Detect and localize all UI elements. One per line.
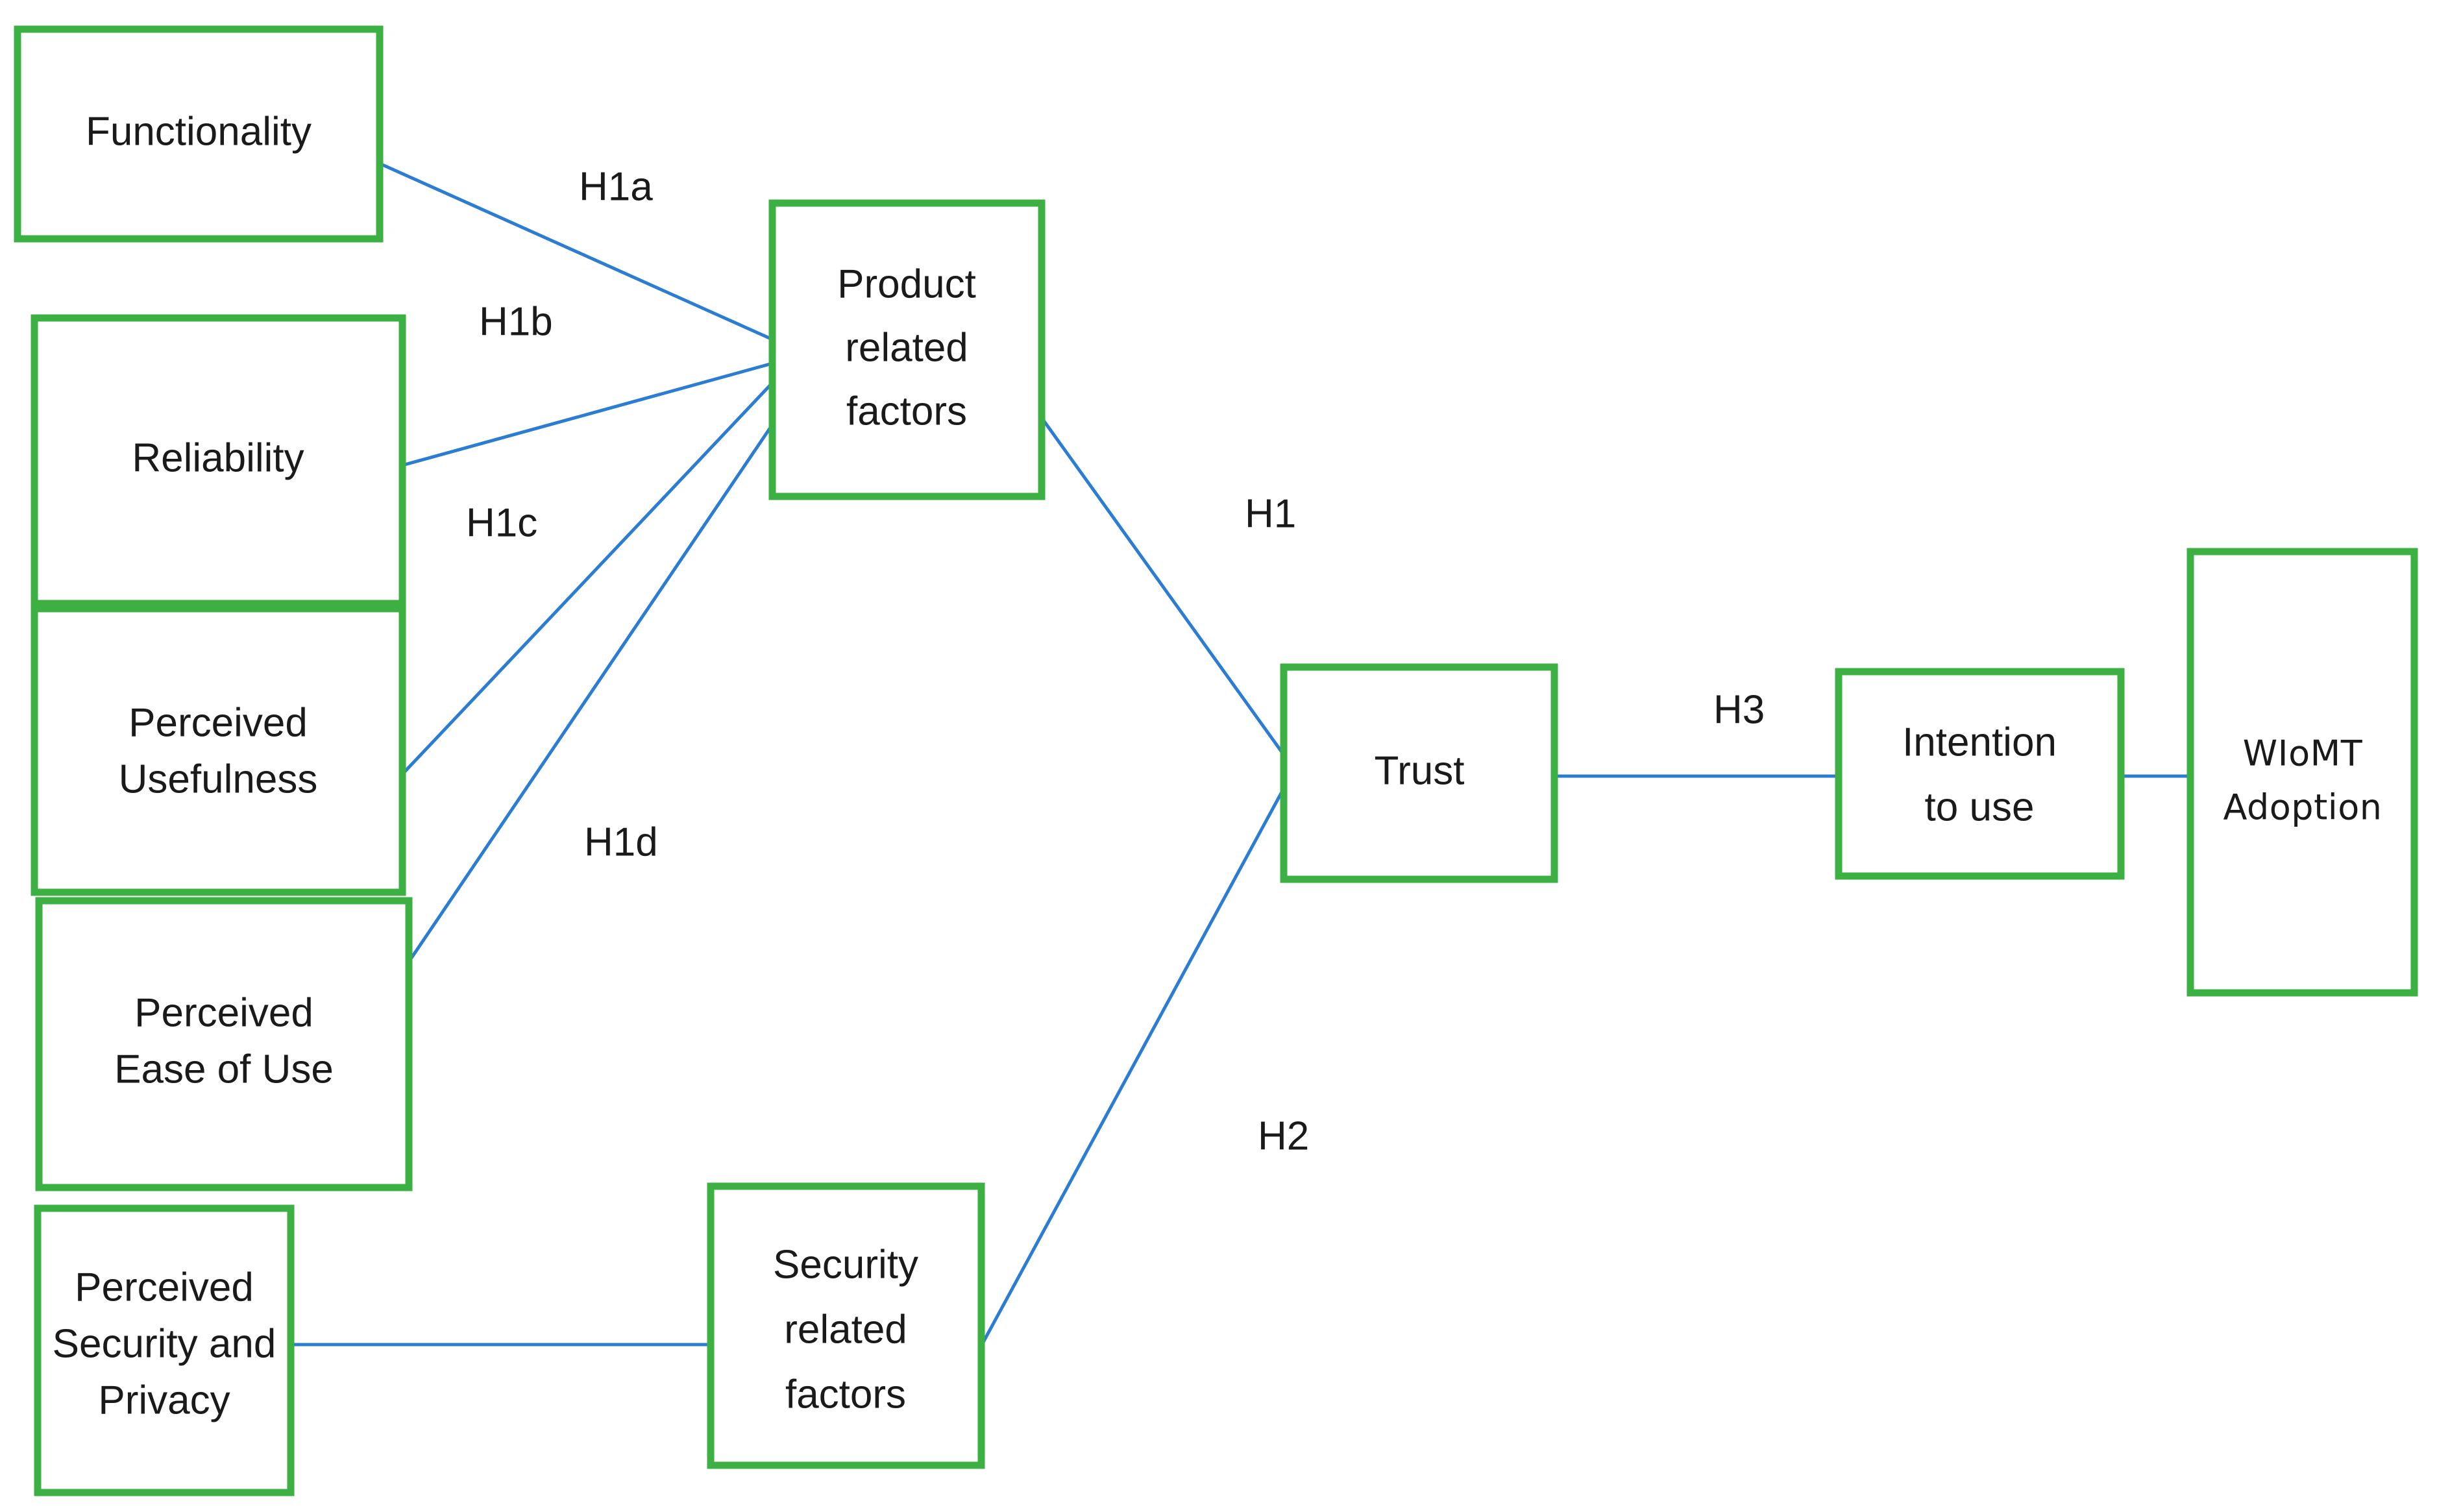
edge-label-h3: H3 bbox=[1713, 687, 1765, 732]
node-perceived-security-and-privacy-label-line3: Privacy bbox=[98, 1378, 230, 1422]
edge-label-h1c: H1c bbox=[466, 500, 537, 545]
node-trust-box[interactable] bbox=[1280, 663, 1558, 883]
edge-h1b bbox=[402, 361, 773, 467]
node-security-related-factors-label-line2: related bbox=[784, 1307, 907, 1352]
edge-h2 bbox=[980, 787, 1286, 1346]
node-perceived-usefulness-label-line1: Perceived bbox=[129, 700, 308, 745]
node-product-related-factors-box[interactable] bbox=[768, 199, 1046, 500]
edge-label-h1a: H1a bbox=[579, 164, 653, 209]
node-trust-label: Trust bbox=[1375, 748, 1465, 793]
edge-h1 bbox=[1042, 419, 1286, 756]
edge-label-h2: H2 bbox=[1258, 1114, 1309, 1158]
node-perceived-security-and-privacy-label-line2: Security and bbox=[53, 1321, 276, 1366]
node-reliability-box[interactable] bbox=[31, 314, 406, 607]
edge-label-layer: H1a H1b H1c H1d H1 H2 H3 bbox=[466, 164, 1765, 1158]
node-functionality[interactable]: Functionality bbox=[14, 25, 384, 243]
node-security-related-factors-label-line1: Security bbox=[773, 1242, 918, 1287]
edge-h1c bbox=[401, 382, 774, 775]
node-perceived-usefulness-box[interactable] bbox=[31, 605, 406, 896]
edge-h1d bbox=[407, 421, 776, 963]
node-intention-to-use-label-line2: to use bbox=[1925, 785, 2035, 829]
node-security-related-factors-box[interactable] bbox=[707, 1182, 985, 1469]
node-wiomt-adoption-box[interactable] bbox=[2186, 548, 2418, 997]
node-product-related-factors-label-line2: related bbox=[845, 325, 968, 370]
node-layer: Functionality Reliability Perceived Usef… bbox=[14, 25, 2418, 1496]
node-perceived-usefulness-label-line2: Usefulness bbox=[119, 757, 318, 801]
node-reliability-label: Reliability bbox=[132, 435, 304, 480]
node-intention-to-use-box[interactable] bbox=[1835, 668, 2125, 880]
node-functionality-box[interactable] bbox=[14, 25, 384, 243]
node-perceived-ease-of-use-box[interactable] bbox=[35, 897, 413, 1191]
node-perceived-ease-of-use-label-line2: Ease of Use bbox=[114, 1047, 334, 1091]
node-perceived-ease-of-use-label-line1: Perceived bbox=[134, 990, 313, 1035]
node-wiomt-adoption-label-line1: WIoMT bbox=[2243, 733, 2363, 774]
node-security-related-factors-label-line3: factors bbox=[785, 1372, 906, 1417]
node-perceived-security-and-privacy[interactable]: Perceived Security and Privacy bbox=[34, 1204, 295, 1496]
node-functionality-label: Functionality bbox=[86, 109, 312, 154]
edge-layer bbox=[292, 162, 2190, 1347]
edge-label-h1d: H1d bbox=[584, 820, 658, 864]
node-intention-to-use-label-line1: Intention bbox=[1902, 720, 2057, 764]
node-perceived-security-and-privacy-label-line1: Perceived bbox=[75, 1265, 254, 1310]
node-wiomt-adoption[interactable]: WIoMT Adoption bbox=[2186, 548, 2418, 997]
node-trust[interactable]: Trust bbox=[1280, 663, 1558, 883]
node-intention-to-use[interactable]: Intention to use bbox=[1835, 668, 2125, 880]
node-perceived-usefulness[interactable]: Perceived Usefulness bbox=[31, 605, 406, 896]
node-product-related-factors-label-line1: Product bbox=[837, 262, 976, 306]
node-reliability[interactable]: Reliability bbox=[31, 314, 406, 607]
node-product-related-factors-label-line3: factors bbox=[846, 389, 967, 433]
node-perceived-ease-of-use[interactable]: Perceived Ease of Use bbox=[35, 897, 413, 1191]
node-security-related-factors[interactable]: Security related factors bbox=[707, 1182, 985, 1469]
node-wiomt-adoption-label-line2: Adoption bbox=[2223, 787, 2382, 828]
edge-label-h1b: H1b bbox=[479, 299, 553, 344]
edge-h1a bbox=[378, 162, 774, 341]
node-product-related-factors[interactable]: Product related factors bbox=[768, 199, 1046, 500]
edge-label-h1: H1 bbox=[1245, 491, 1296, 536]
node-perceived-security-and-privacy-box[interactable] bbox=[34, 1204, 295, 1496]
